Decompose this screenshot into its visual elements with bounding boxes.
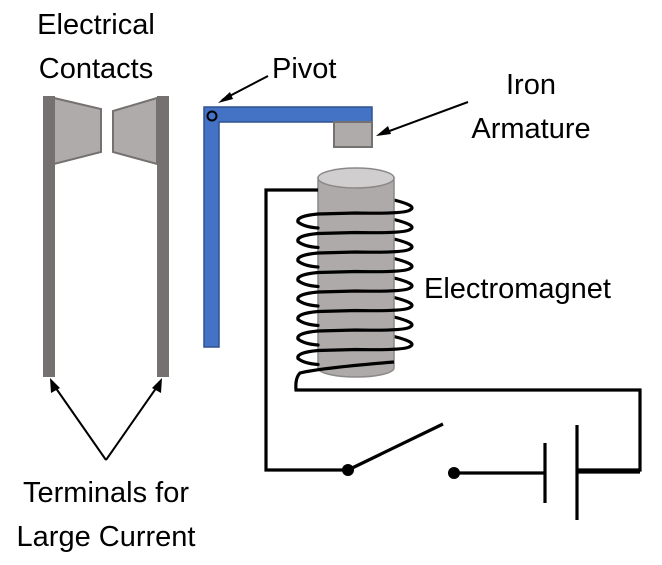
switch-pivot-terminal [342,464,354,476]
coil-turn [296,286,412,308]
right-terminal-bar [157,96,169,377]
label-pivot: Pivot [272,53,336,85]
electromagnet-core [317,167,395,378]
coil-turn-back [392,237,414,251]
left-terminal-arrowhead [50,378,60,393]
right-contact-pad [112,96,158,166]
coil-turn-back [392,276,414,290]
armature-arrowhead [376,126,391,136]
right-terminal-arrow [105,383,160,461]
label-armature-line1: Iron [506,69,556,101]
lever-arm [203,106,373,348]
coil-front-windings [296,208,412,367]
coil-turn-back [392,256,414,271]
coil-turn [296,227,412,250]
coil-turn [296,305,412,328]
switch-blade[interactable] [347,422,444,472]
coil-turn-back [392,315,414,329]
coil-turn [296,247,412,269]
coil-turn-back [392,334,414,349]
annotation-arrows [50,75,469,461]
circuit [264,188,642,520]
left-contact-pad [53,96,102,166]
core-top [317,167,395,189]
label-contacts-line2: Contacts [39,53,153,85]
electrical-contacts [43,96,169,377]
coil-back-windings [392,198,414,349]
left-terminal-arrow [52,383,107,461]
label-terminals-line1: Terminals for [23,477,189,509]
armature-arrow [383,101,469,134]
coil-turn-back [392,295,414,310]
coil-turn [296,266,412,289]
right-terminal-arrowhead [152,378,162,393]
pivot-icon [206,110,218,122]
coil-turn-back [392,198,414,212]
label-contacts-line1: Electrical [37,9,155,41]
label-electromagnet: Electromagnet [424,273,611,305]
left-terminal-bar [43,96,55,377]
coil-turn [296,208,412,230]
label-terminals-line2: Large Current [17,521,196,553]
iron-armature [333,121,373,148]
pivot-arrowhead [218,92,233,103]
label-armature-line2: Armature [471,113,590,145]
coil-turn [296,325,412,347]
wire-coil-bottom [294,360,642,472]
wire-top-left [264,188,348,472]
coil-turn-back [392,217,414,232]
coil-turn [296,344,412,367]
